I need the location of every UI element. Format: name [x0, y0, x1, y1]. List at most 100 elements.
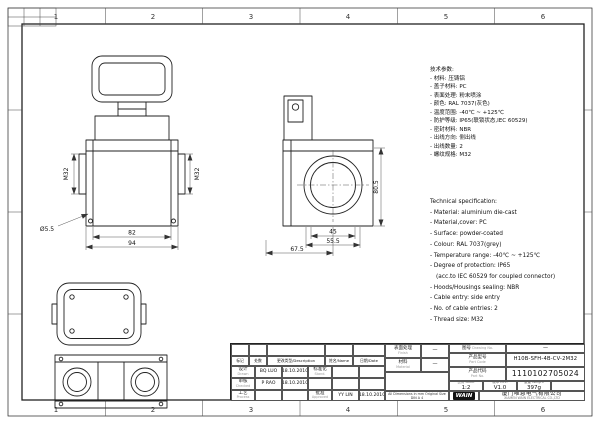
frame-ticks: [7, 7, 592, 416]
rev-header-date-label: 日期/Date: [360, 357, 378, 363]
dim-94: 94: [128, 240, 136, 247]
company-name-en: XIAMEN WAIN ELECTRICAL CO.,LTD: [504, 396, 560, 401]
spec-line-cn: - 防护等级: IP65(联锁状态,IEC 60529): [430, 118, 528, 125]
company-logo-cell: WAIN: [449, 391, 479, 401]
rev-header-mark: 标记: [231, 356, 249, 366]
spec-line-en: - Temperature range: -40℃ ~ +125℃: [430, 252, 541, 259]
role-label-cn: 批准: [315, 390, 325, 396]
material-value: —: [421, 358, 449, 372]
process-date: [282, 390, 308, 401]
dim-m32-left: M32: [63, 167, 70, 180]
spec-line-en: - Colour: RAL 7037(grey): [430, 241, 502, 248]
rev-cell: [325, 344, 353, 356]
weight-value: 397g: [527, 384, 541, 391]
spec-line-en: - Hoods/Housings sealing: NBR: [430, 284, 520, 291]
part-no-value-text: 1110102705024: [511, 368, 580, 378]
role-label-en: Process: [236, 395, 250, 400]
role-label-en: Stand.: [314, 371, 326, 376]
drawing-no-value-text: —: [543, 344, 548, 351]
specs-cn-title: 技术参数:: [430, 67, 454, 73]
centerlines: [297, 150, 369, 222]
cover-top-view: [51, 282, 147, 346]
signature-name: BQ LUO: [259, 369, 278, 375]
signature-name: YY LIN: [338, 392, 353, 398]
zone-number: 5: [444, 13, 448, 21]
spec-line-cn: - 出线方向: 侧出线: [430, 135, 476, 142]
part-code-label-cn: 产品型号: [468, 355, 487, 361]
role-label-en: Drawn: [237, 371, 249, 376]
spec-line-cn: - 出线数量: 2: [430, 143, 463, 150]
spec-line-en: - No. of cable entries: 2: [430, 306, 498, 313]
drawing-no-label: 图号 Drawing No.: [449, 344, 506, 353]
drawing-no-label-text: 图号 Drawing No.: [462, 346, 493, 351]
spec-line-en: - Material: aluminium die-cast: [430, 209, 517, 216]
finish-value: —: [421, 344, 449, 358]
material-value-text: —: [432, 361, 438, 368]
zone-number: 4: [346, 406, 351, 414]
dim-67-5: 67.5: [290, 246, 304, 253]
dimension-labels: M32 M32 Ø5.5 82 94 80.5 45 55.5 67.5: [40, 167, 380, 252]
spec-line-en: - Degree of protection: IP65: [430, 263, 511, 270]
zone-number: 6: [541, 406, 546, 414]
role-label-en: Checked: [235, 383, 251, 388]
rev-header-description-label: 更改类型/Description: [276, 357, 316, 363]
dimension-lines: [57, 147, 385, 256]
weight-label: 重量 Weight: [524, 381, 544, 384]
rev-header-date: 日期/Date: [353, 356, 385, 366]
spec-line-cn: - 材料: 压铸铝: [430, 75, 465, 82]
zone-number: 2: [151, 406, 155, 414]
spec-line-en: - Cable entry: side entry: [430, 295, 500, 302]
rev-cell: [353, 344, 385, 356]
finish-label-en: Finish: [398, 350, 408, 355]
rev-header-name: 姓名/Name: [325, 356, 353, 366]
housing-front-view: [54, 354, 168, 409]
zone-number: 3: [249, 406, 253, 414]
spec-line-cn: - 密封材料: NBR: [430, 126, 472, 133]
spec-line-en: - Thread size: M32: [430, 316, 484, 323]
wain-logo: WAIN: [452, 392, 476, 400]
specs-english: Technical specification: - Material: alu…: [430, 197, 590, 326]
dim-m32-right: M32: [194, 167, 201, 180]
process-name: [255, 390, 282, 401]
signature-name: P RAO: [261, 381, 276, 387]
signature-date: 18.10.2010: [282, 381, 308, 387]
spec-line-cn: - 表面处理: 粉末喷涂: [430, 92, 482, 99]
drawing-no-label-en: Drawing No.: [472, 345, 494, 350]
rev-header-description: 更改类型/Description: [267, 356, 325, 366]
zone-number: 1: [54, 406, 58, 414]
standardized-date: [359, 366, 385, 378]
drawn-name: BQ LUO: [255, 366, 282, 378]
standardized-name: [332, 366, 359, 378]
rev-header-name-label: 姓名/Name: [328, 357, 350, 363]
part-code-value-text: H10B-SFH-4B-CV-2M32: [513, 356, 578, 363]
signature-date: 18.10.2010: [359, 392, 385, 398]
specs-en-title: Technical specification:: [430, 199, 497, 205]
empty-cell: [551, 381, 585, 391]
spec-line-cn: - 螺纹规格: M32: [430, 152, 472, 159]
zone-number: 5: [444, 406, 448, 414]
zone-number: 1: [54, 13, 58, 21]
part-no-value: 1110102705024: [506, 367, 585, 381]
part-code-label-en: Part Code: [469, 359, 486, 364]
rev-label: 版本 REV.: [492, 381, 508, 384]
checked-date: 18.10.2010: [282, 378, 308, 390]
rev-cell-version: 版本 REV.V1.0: [483, 381, 517, 391]
finish-value-text: —: [432, 347, 438, 354]
empty-cell: [332, 378, 359, 390]
role-label-cn: 审核: [238, 379, 248, 385]
part-no-label-en: Part No.: [470, 373, 485, 378]
dim-80-5: 80.5: [373, 180, 380, 194]
signature-date: 18.10.2010: [282, 369, 308, 375]
empty-cell: [359, 378, 385, 390]
role-label-en: Approved: [311, 395, 329, 400]
role-label-cn: 设计: [238, 367, 248, 373]
